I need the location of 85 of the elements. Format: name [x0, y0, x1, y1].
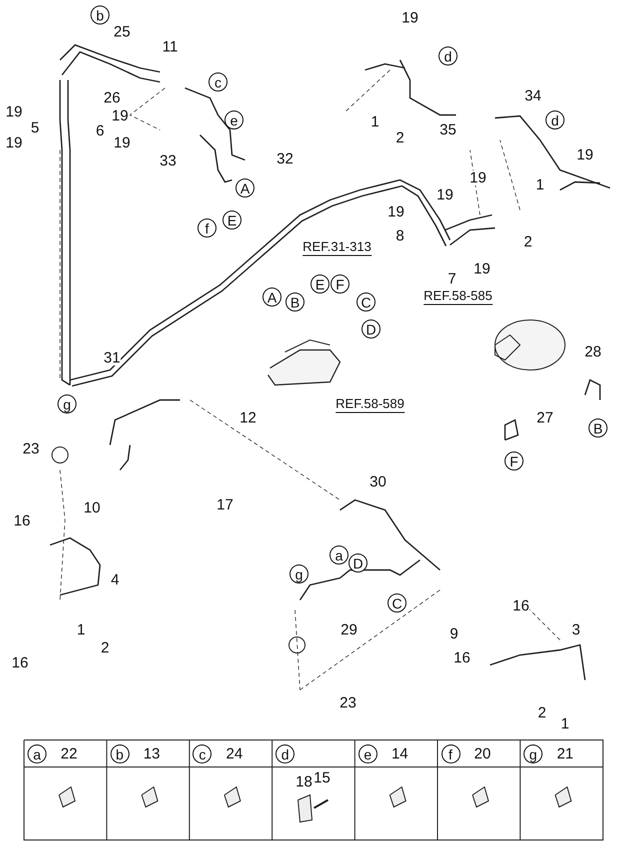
- callout-number: 2: [100, 640, 110, 656]
- callout-number: 1: [536, 178, 544, 192]
- callout-number: 24: [226, 746, 243, 762]
- circled-letter: A: [236, 178, 254, 198]
- callout-number: 8: [396, 228, 404, 244]
- callout-number: 19: [6, 136, 22, 150]
- callout-number: 26: [104, 90, 120, 106]
- circled-letter: C: [356, 292, 376, 312]
- circled-letter: B: [286, 292, 304, 312]
- callout-number: 29: [340, 622, 358, 638]
- callout-number: 19: [576, 148, 594, 162]
- callout-number: 19: [402, 10, 418, 26]
- callout-number: 1: [560, 716, 570, 732]
- circled-letter: C: [388, 594, 406, 612]
- callout-number: 19: [112, 108, 128, 124]
- callout-number: 27: [536, 410, 554, 426]
- reference-label: REF.58-589: [336, 397, 404, 413]
- callout-number: 34: [524, 88, 542, 104]
- callout-number: 1: [370, 114, 380, 130]
- callout-number: 5: [30, 120, 40, 136]
- callout-number: 28: [584, 344, 602, 360]
- circled-letter: D: [348, 554, 368, 572]
- reference-label: REF.58-585: [424, 289, 492, 305]
- circled-letter: g: [524, 744, 543, 764]
- circled-letter: a: [330, 546, 348, 564]
- callout-number: 19: [388, 204, 404, 220]
- circled-letter: g: [290, 564, 308, 584]
- callout-number: 17: [216, 498, 234, 512]
- callout-number: 32: [276, 152, 294, 166]
- circled-letter: d: [546, 110, 564, 130]
- circled-letter: d: [438, 46, 458, 66]
- circled-letter: e: [224, 110, 244, 130]
- callout-number: 31: [104, 350, 120, 366]
- callout-number: 19: [6, 104, 22, 120]
- callout-number: 19: [114, 136, 130, 150]
- circled-letter: A: [262, 288, 282, 306]
- circled-letter: B: [588, 418, 608, 438]
- circled-letter: b: [90, 6, 110, 24]
- callout-number: 23: [22, 442, 40, 456]
- callout-number: 33: [160, 154, 176, 168]
- callout-number: 22: [60, 746, 78, 762]
- callout-number: 21: [556, 746, 574, 762]
- circled-letter: d: [276, 744, 295, 764]
- callout-number: 10: [84, 500, 100, 516]
- circled-letter: D: [362, 320, 380, 338]
- circled-letter: a: [28, 744, 46, 764]
- circled-letter: E: [222, 210, 242, 230]
- callout-number: 2: [538, 706, 546, 720]
- callout-number: 11: [162, 40, 178, 54]
- circled-letter: b: [110, 744, 130, 764]
- circled-letter: E: [310, 274, 330, 294]
- callout-number: 2: [396, 130, 404, 146]
- callout-number: 4: [110, 572, 120, 588]
- callout-number: 23: [340, 696, 356, 710]
- callout-number: 18: [296, 774, 312, 790]
- callout-number: 19: [470, 170, 486, 186]
- callout-number: 14: [391, 746, 408, 762]
- reference-label: REF.31-313: [302, 240, 372, 256]
- circled-letter: f: [441, 744, 460, 764]
- callout-number: 19: [474, 262, 490, 276]
- callout-number: 16: [512, 598, 530, 614]
- callout-number: 6: [96, 124, 104, 138]
- callout-number: 35: [440, 122, 456, 138]
- circled-letter: F: [330, 274, 350, 294]
- callout-number: 9: [450, 626, 458, 642]
- circled-letter: c: [208, 72, 228, 92]
- callout-number: 16: [14, 514, 30, 528]
- callout-number: 16: [12, 656, 28, 670]
- circled-letter: e: [358, 744, 378, 764]
- callout-number: 1: [76, 622, 86, 638]
- callout-number: 16: [454, 650, 470, 666]
- callout-number: 3: [572, 622, 580, 638]
- circled-letter: F: [504, 452, 524, 470]
- callout-number: 19: [436, 188, 454, 202]
- callout-number: 30: [370, 474, 386, 490]
- callout-number: 2: [524, 234, 532, 250]
- circled-letter: c: [192, 744, 212, 764]
- callout-number: 20: [474, 746, 491, 762]
- callout-number: 12: [240, 410, 256, 426]
- circled-letter: f: [198, 218, 216, 238]
- callout-number: 13: [143, 746, 160, 762]
- callout-number: 7: [448, 272, 456, 286]
- callout-number: 15: [314, 770, 330, 786]
- circled-letter: g: [58, 394, 76, 414]
- callout-number: 25: [114, 24, 130, 40]
